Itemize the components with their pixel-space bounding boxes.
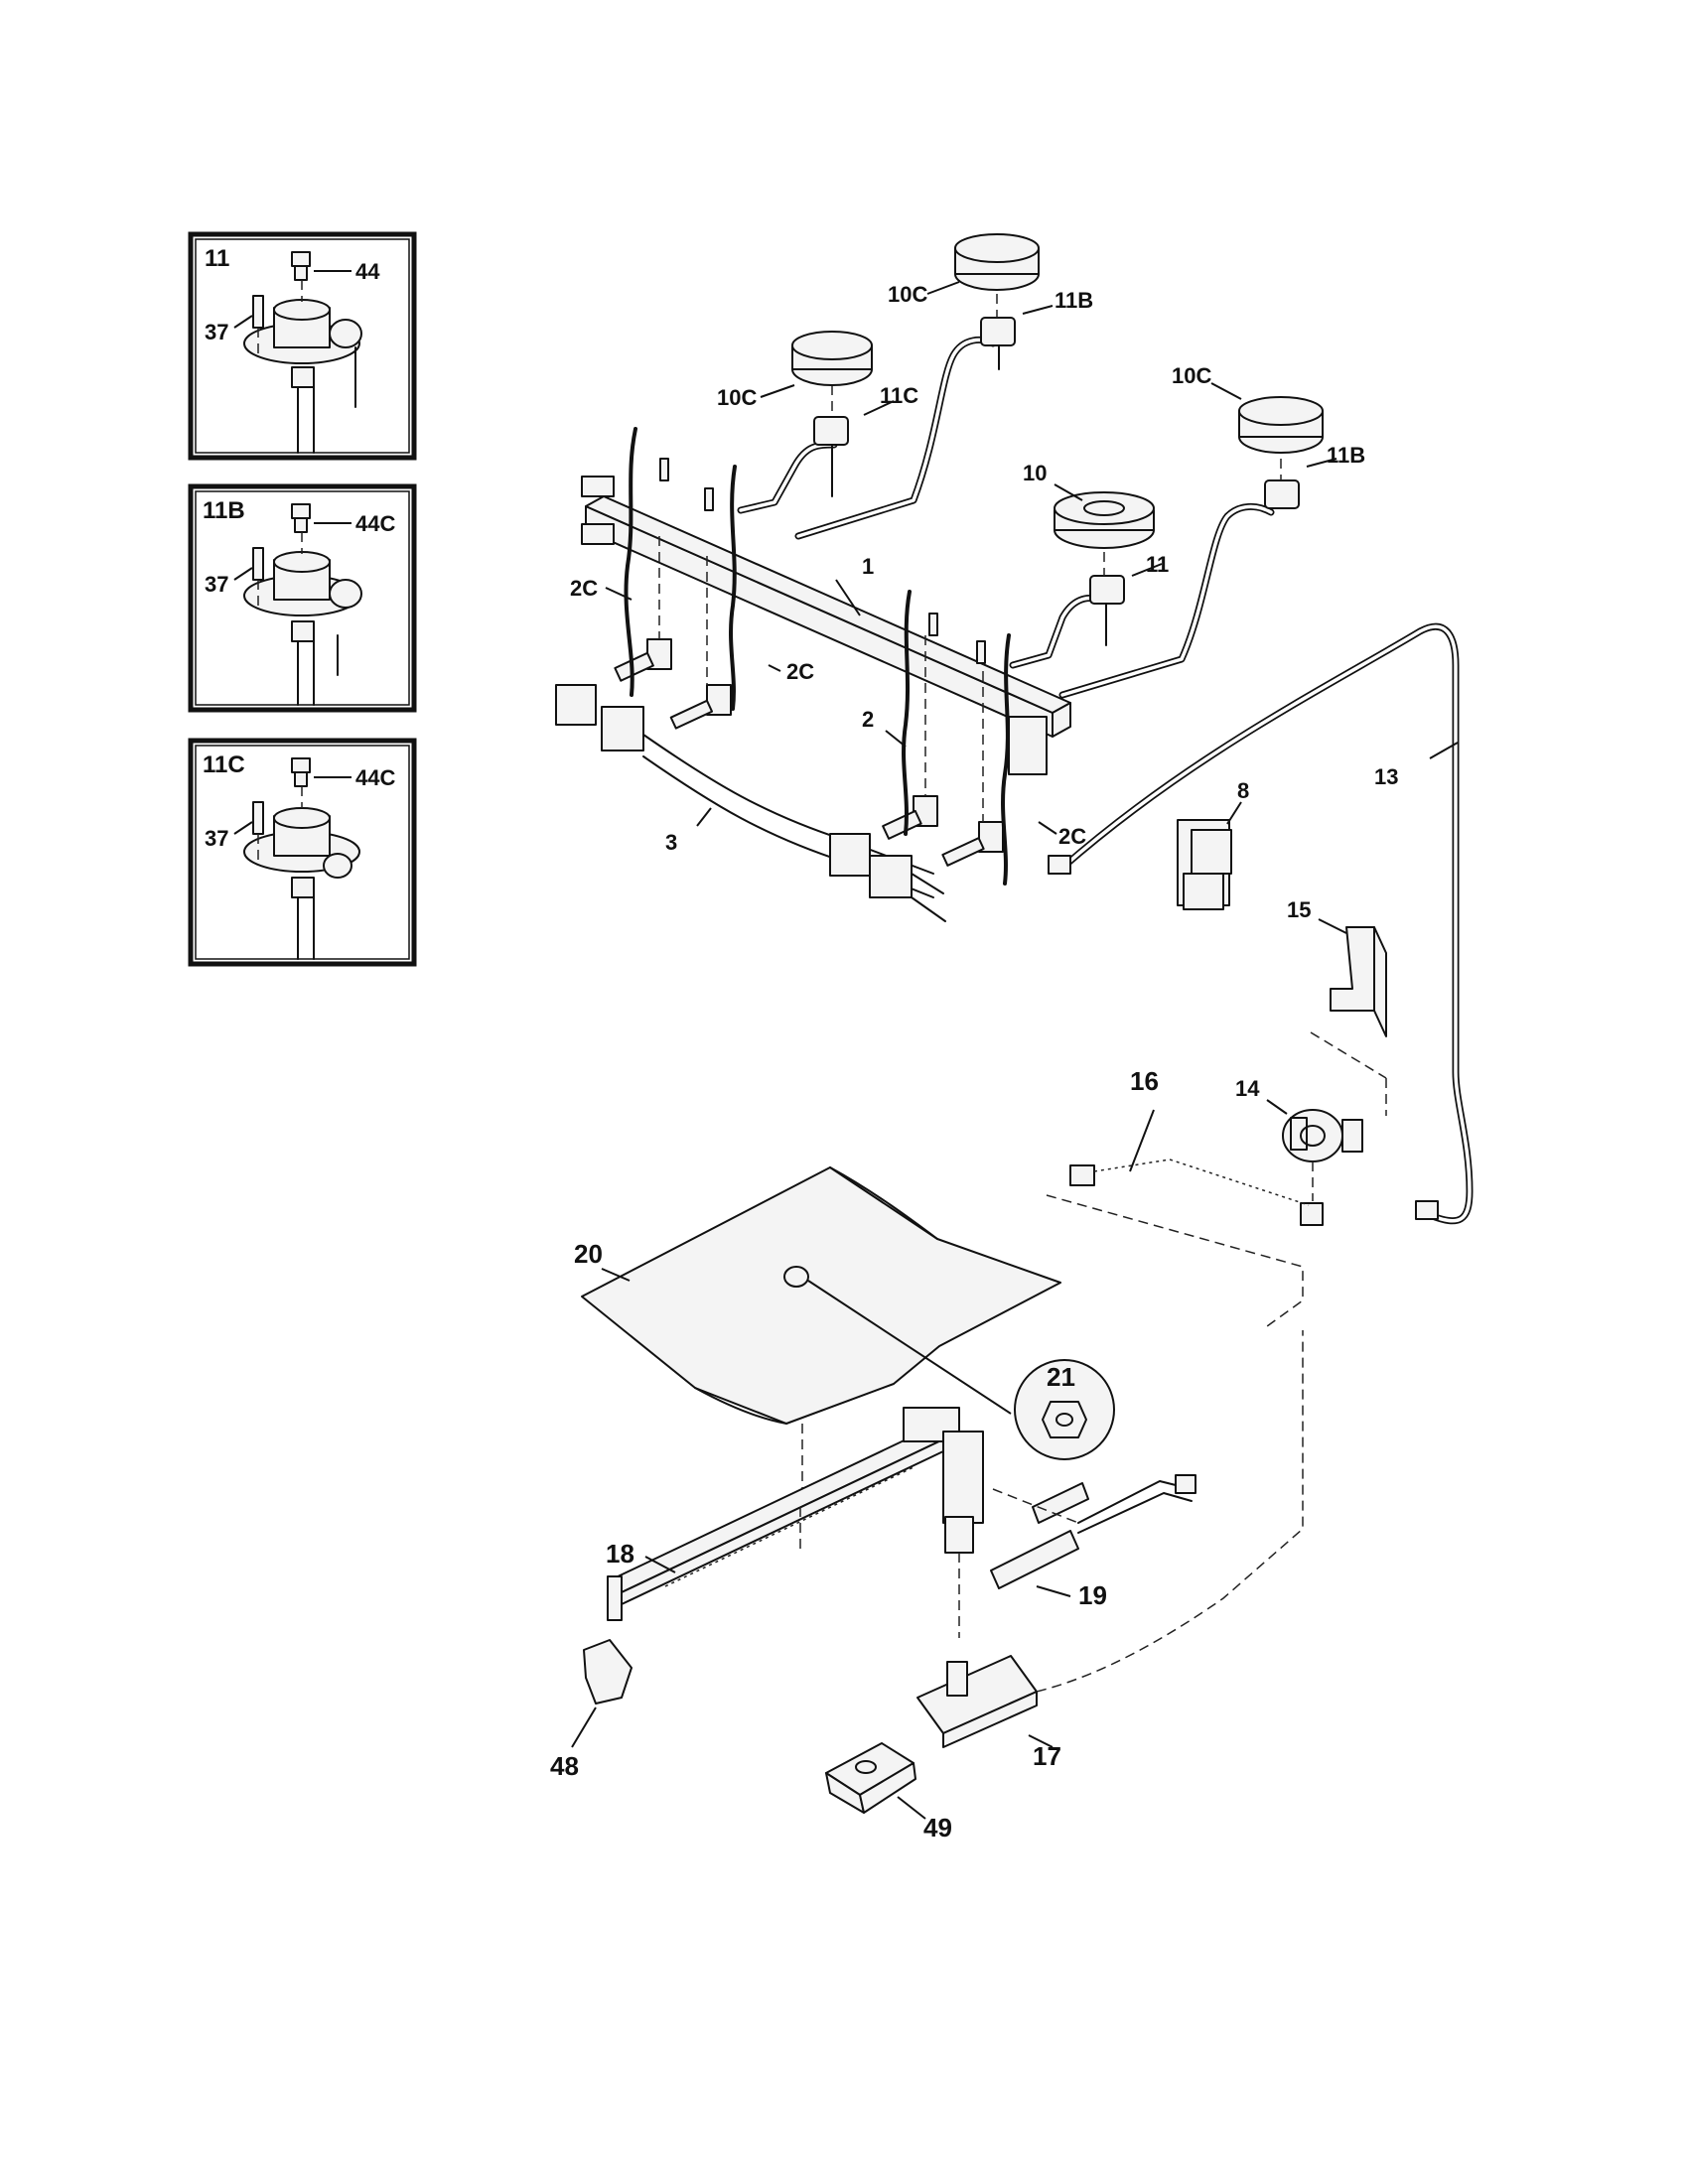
callout-15: 15 bbox=[1287, 897, 1311, 922]
manifold-pipe bbox=[581, 476, 1071, 775]
callout-labels: 1 2 2C 2C 2C 3 8 10 10C 10C 10C 11 11B 1… bbox=[550, 282, 1398, 1843]
callout-leaders bbox=[571, 281, 1459, 1820]
inset-11b-label-37: 37 bbox=[205, 572, 228, 597]
inset-11: 11 44 37 bbox=[188, 231, 417, 461]
callout-11c: 11C bbox=[880, 383, 918, 408]
callout-3: 3 bbox=[665, 830, 677, 855]
inset-11b-label-44c: 44C bbox=[355, 511, 395, 536]
callout-1: 1 bbox=[862, 554, 874, 579]
inset-11-label-44: 44 bbox=[355, 259, 380, 284]
inset-11-valve-drawing bbox=[243, 251, 362, 454]
part-16-fitting bbox=[1046, 1159, 1310, 1327]
callout-2: 2 bbox=[862, 707, 874, 732]
valve-group-left bbox=[614, 536, 732, 730]
callout-13: 13 bbox=[1374, 764, 1398, 789]
burner-assembly-front-right bbox=[1058, 396, 1324, 699]
part-17-valve bbox=[916, 1330, 1304, 1748]
callout-18: 18 bbox=[606, 1539, 634, 1569]
burner-assembly-back-right bbox=[794, 233, 1040, 540]
gas-supply-tube bbox=[1048, 622, 1474, 1225]
callout-2c-right: 2C bbox=[1058, 824, 1086, 849]
inset-11c: 11C 44C 37 bbox=[188, 738, 417, 967]
callout-10c-right: 10C bbox=[1172, 363, 1211, 388]
callout-16: 16 bbox=[1130, 1066, 1159, 1096]
part-48-clip bbox=[583, 1639, 633, 1705]
callout-20: 20 bbox=[574, 1239, 603, 1269]
callout-11b-right: 11B bbox=[1327, 443, 1365, 468]
callout-14: 14 bbox=[1235, 1076, 1260, 1101]
part-14-regulator bbox=[1282, 1109, 1363, 1226]
callout-17: 17 bbox=[1033, 1741, 1061, 1771]
part-8-bracket bbox=[1177, 819, 1232, 910]
inset-11-title: 11 bbox=[205, 245, 229, 272]
burner-bracket bbox=[555, 684, 946, 922]
callout-21: 21 bbox=[1047, 1362, 1075, 1392]
part-19-ignitor bbox=[990, 1474, 1196, 1589]
callout-19: 19 bbox=[1078, 1580, 1107, 1610]
inset-11b-valve-drawing bbox=[243, 503, 362, 706]
inset-11c-label-37: 37 bbox=[205, 826, 228, 851]
spark-wires bbox=[624, 427, 1011, 886]
inset-11c-valve-drawing bbox=[243, 757, 360, 960]
callout-8: 8 bbox=[1237, 778, 1249, 803]
screws bbox=[659, 458, 986, 664]
burner-assembly-back-left bbox=[737, 331, 873, 514]
callout-11: 11 bbox=[1146, 552, 1169, 577]
part-49-bracket bbox=[825, 1742, 916, 1814]
part-18-burner-tube bbox=[607, 1407, 984, 1638]
valve-group-right bbox=[882, 635, 1004, 867]
inset-11b: 11B 44C 37 bbox=[188, 483, 417, 713]
inset-11-label-37: 37 bbox=[205, 320, 228, 344]
callout-10: 10 bbox=[1023, 461, 1047, 485]
callout-10c-back: 10C bbox=[888, 282, 927, 307]
part-21-nut-detail bbox=[783, 1266, 1115, 1460]
callout-2c-middle: 2C bbox=[786, 659, 814, 684]
inset-11c-title: 11C bbox=[203, 751, 245, 778]
callout-49: 49 bbox=[923, 1813, 952, 1843]
inset-11b-title: 11B bbox=[203, 497, 245, 524]
part-15-bracket bbox=[1310, 926, 1387, 1116]
callout-11b-back: 11B bbox=[1055, 288, 1093, 313]
inset-11c-label-44c: 44C bbox=[355, 765, 395, 790]
callout-48: 48 bbox=[550, 1751, 579, 1781]
part-20-heat-shield bbox=[581, 1166, 1061, 1507]
callout-10c-left: 10C bbox=[717, 385, 757, 410]
callout-2c-left: 2C bbox=[570, 576, 598, 601]
burner-assembly-front-left bbox=[1009, 491, 1155, 669]
